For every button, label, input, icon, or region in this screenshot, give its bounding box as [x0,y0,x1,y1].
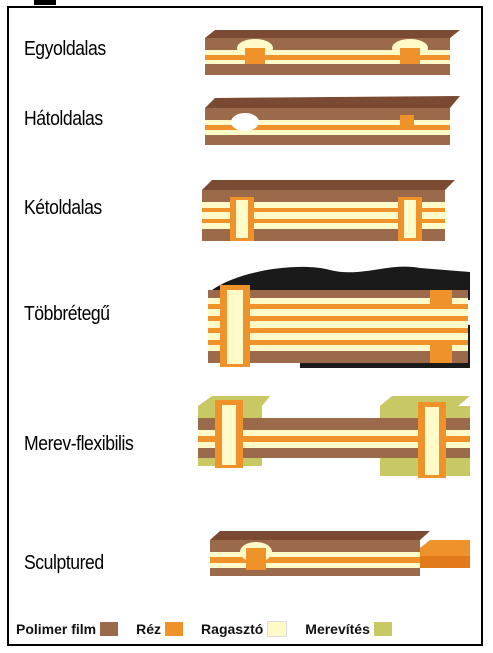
legend-swatch [100,622,118,636]
legend-label: Merevítés [305,621,370,637]
legend-label: Réz [136,621,161,637]
legend-label: Ragasztó [201,621,263,637]
legend-swatch [374,622,392,636]
legend: Polimer film Réz Ragasztó Merevítés [16,617,410,641]
ketoldalas-cross-section [202,180,455,241]
egyoldalas-cross-section [205,30,460,75]
legend-swatch [165,622,183,636]
sculptured-cross-section [210,531,470,576]
legend-swatch [267,621,287,637]
legend-label: Polimer film [16,621,96,637]
legend-item-polimer-film: Polimer film [16,621,118,637]
legend-item-merevites: Merevítés [305,621,392,637]
legend-item-ragaszto: Ragasztó [201,621,287,637]
merev-flexibilis-cross-section [198,396,470,478]
legend-item-rez: Réz [136,621,183,637]
hatoldalas-cross-section [205,96,460,145]
tobbretegu-cross-section [208,267,470,368]
